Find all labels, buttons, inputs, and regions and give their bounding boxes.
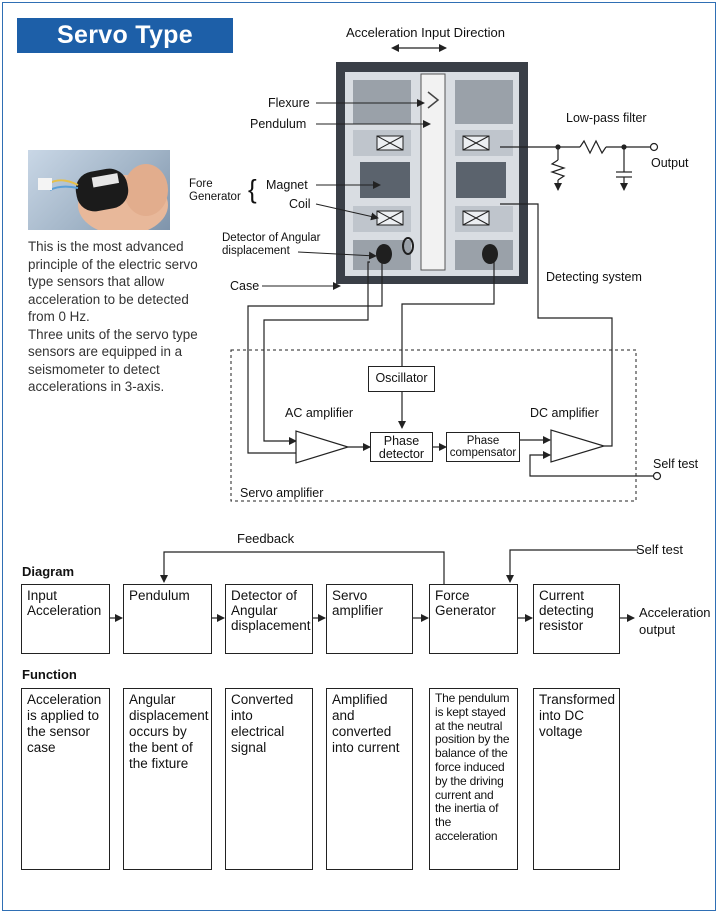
dc-amplifier-symbol bbox=[550, 429, 607, 463]
diagram-heading: Diagram bbox=[22, 564, 75, 579]
oscillator-box: Oscillator bbox=[368, 366, 435, 392]
description-text: This is the most advanced principle of t… bbox=[28, 238, 198, 396]
function-item-1: Acceleration is applied to the sensor ca… bbox=[21, 688, 110, 870]
feedback-label: Feedback bbox=[237, 531, 295, 546]
block-input-acceleration: Input Acceleration bbox=[21, 584, 110, 654]
detector-label: Detector of Angular displacement bbox=[222, 232, 321, 257]
fore-generator-label: Fore Generator bbox=[189, 178, 241, 203]
block-force-generator: Force Generator bbox=[429, 584, 518, 654]
pendulum-label: Pendulum bbox=[250, 117, 307, 131]
circuit-self-test-label: Self test bbox=[653, 457, 699, 471]
input-direction-label: Acceleration Input Direction bbox=[346, 25, 505, 40]
low-pass-filter-label: Low-pass filter bbox=[566, 111, 647, 125]
low-pass-filter bbox=[500, 139, 659, 191]
function-item-6: Transformed into DC voltage bbox=[533, 688, 620, 870]
block-current-detecting-resistor: Current detecting resistor bbox=[533, 584, 620, 654]
output-label: Output bbox=[651, 156, 689, 170]
servo-amplifier-label: Servo amplifier bbox=[240, 486, 324, 500]
magnet-label: Magnet bbox=[266, 178, 308, 192]
brace-icon: { bbox=[248, 174, 257, 204]
description-paragraph-1: This is the most advanced principle of t… bbox=[28, 239, 198, 324]
function-item-5: The pendulum is kept stayed at the neutr… bbox=[429, 688, 518, 870]
block-pendulum: Pendulum bbox=[123, 584, 212, 654]
function-item-2: Angular displacement occurs by the bent … bbox=[123, 688, 212, 870]
coil-label: Coil bbox=[289, 197, 311, 211]
page-title: Servo Type bbox=[17, 18, 233, 53]
detecting-system-label: Detecting system bbox=[546, 270, 642, 284]
block-servo-amplifier: Servo amplifier bbox=[326, 584, 413, 654]
diagram-self-test-label: Self test bbox=[636, 542, 683, 557]
function-item-4: Amplified and converted into current bbox=[326, 688, 413, 870]
servo-amplifier-box bbox=[230, 349, 637, 502]
dc-amplifier-label: DC amplifier bbox=[530, 406, 599, 420]
sensor-case bbox=[336, 62, 528, 284]
flexure-label: Flexure bbox=[268, 96, 310, 110]
phase-detector-box: Phase detector bbox=[370, 432, 433, 462]
function-heading: Function bbox=[22, 667, 77, 682]
ac-amplifier-symbol bbox=[295, 430, 351, 464]
ac-amplifier-label: AC amplifier bbox=[285, 406, 354, 420]
block-detector: Detector of Angular displacement bbox=[225, 584, 313, 654]
function-item-3: Converted into electrical signal bbox=[225, 688, 313, 870]
acceleration-output-label: Acceleration output bbox=[639, 605, 711, 637]
case-label: Case bbox=[230, 279, 260, 293]
description-paragraph-2: Three units of the servo type sensors ar… bbox=[28, 326, 198, 395]
sensor-photo bbox=[28, 150, 170, 230]
phase-compensator-box: Phase compensator bbox=[446, 432, 520, 462]
